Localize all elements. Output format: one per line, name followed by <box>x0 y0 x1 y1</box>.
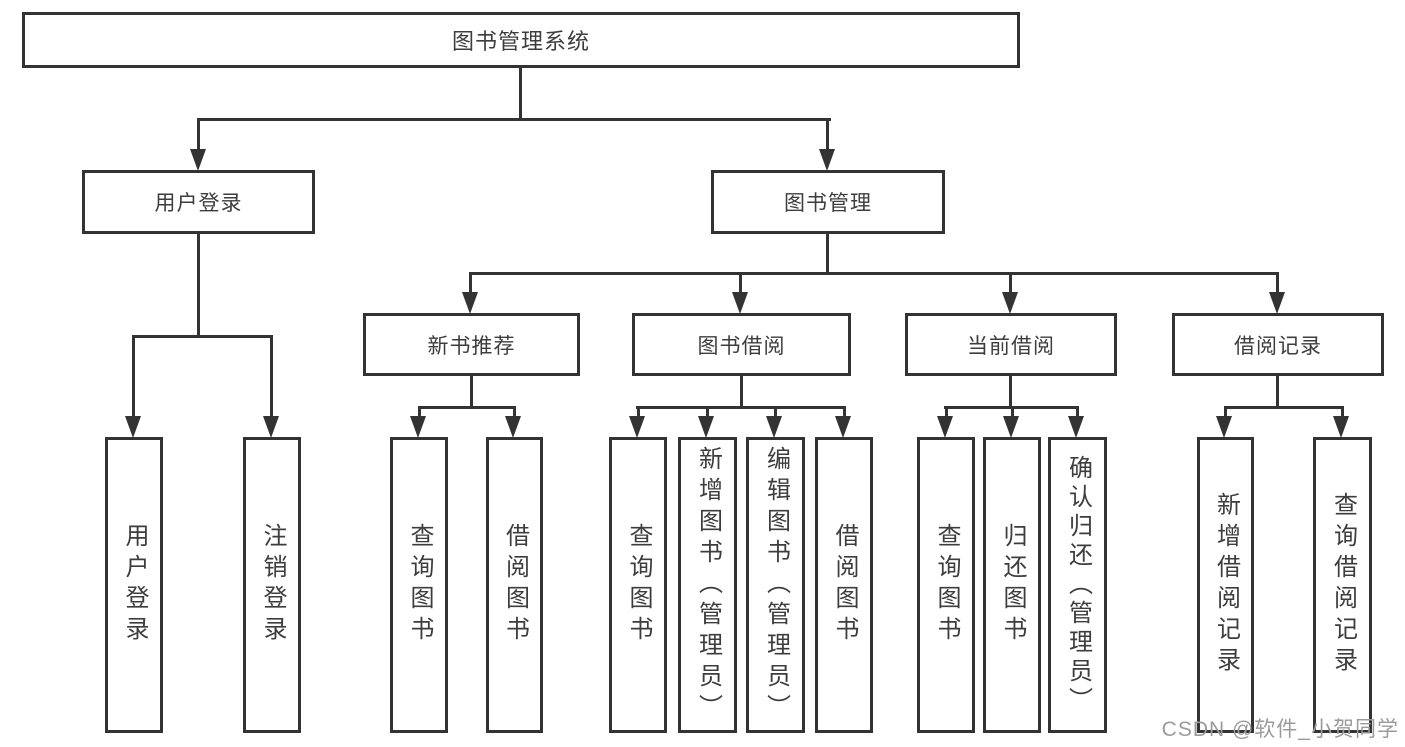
connector-line <box>1011 406 1014 419</box>
arrow-down-icon <box>1068 416 1084 438</box>
node-user-login: 用户登录 <box>82 170 315 234</box>
node-leaf-label: 查询图书 <box>406 523 433 647</box>
node-leaf-borrow-query: 查询图书 <box>609 437 667 733</box>
connector-line <box>519 66 522 120</box>
node-book-borrow: 图书借阅 <box>632 313 851 376</box>
node-leaf-newbook-query: 查询图书 <box>390 437 448 733</box>
connector-line <box>636 406 846 409</box>
node-new-book-recommend: 新书推荐 <box>363 313 580 376</box>
arrow-down-icon <box>410 416 426 438</box>
node-leaf-borrow-add-admin: 新增图书（管理员） <box>678 437 737 733</box>
arrow-down-icon <box>819 149 835 171</box>
connector-line <box>843 406 846 419</box>
connector-line <box>270 335 273 419</box>
arrow-down-icon <box>1216 416 1232 438</box>
arrow-down-icon <box>190 149 206 171</box>
connector-line <box>774 406 777 419</box>
csdn-watermark: CSDN @软件_小贺同学 <box>1161 718 1399 741</box>
node-book-management: 图书管理 <box>711 170 945 234</box>
connector-line <box>197 231 200 337</box>
connector-line <box>637 406 640 419</box>
node-leaf-label: 新增图书（管理员） <box>694 445 722 725</box>
node-leaf-current-confirm-admin: 确认归还（管理员） <box>1048 437 1107 733</box>
arrow-down-icon <box>1333 416 1349 438</box>
connector-line <box>739 272 742 294</box>
node-leaf-records-add: 新增借阅记录 <box>1197 437 1254 733</box>
arrow-down-icon <box>698 416 714 438</box>
arrow-down-icon <box>937 416 953 438</box>
node-leaf-label: 查询借阅记录 <box>1329 492 1357 678</box>
node-leaf-label: 借阅图书 <box>501 523 529 647</box>
connector-line <box>826 118 829 152</box>
arrow-down-icon <box>505 416 521 438</box>
arrow-down-icon <box>629 416 645 438</box>
connector-line <box>132 335 135 419</box>
arrow-down-icon <box>1003 416 1019 438</box>
node-leaf-label: 查询图书 <box>625 523 652 647</box>
connector-line <box>740 374 743 409</box>
connector-line <box>513 406 516 419</box>
connector-line <box>945 406 948 419</box>
connector-line <box>418 406 421 419</box>
connector-line <box>706 406 709 419</box>
node-leaf-current-return: 归还图书 <box>983 437 1041 733</box>
connector-line <box>469 272 472 294</box>
node-leaf-logout: 注销登录 <box>243 437 301 733</box>
arrow-down-icon <box>1269 292 1285 314</box>
arrow-down-icon <box>835 416 851 438</box>
node-root-library-system: 图书管理系统 <box>22 12 1020 68</box>
connector-line <box>1276 272 1279 294</box>
arrow-down-icon <box>263 416 279 438</box>
connector-line <box>1341 406 1344 419</box>
node-leaf-label: 新增借阅记录 <box>1212 492 1240 678</box>
node-leaf-borrow-edit-admin: 编辑图书（管理员） <box>746 437 805 733</box>
node-leaf-newbook-borrow: 借阅图书 <box>486 437 543 733</box>
connector-line <box>418 406 516 409</box>
connector-line <box>1224 406 1344 409</box>
connector-line <box>1224 406 1227 419</box>
connector-line <box>470 272 1279 275</box>
node-leaf-borrow-borrow: 借阅图书 <box>815 437 873 733</box>
node-leaf-records-query: 查询借阅记录 <box>1313 437 1372 733</box>
arrow-down-icon <box>125 416 141 438</box>
connector-line <box>197 118 831 121</box>
connector-line <box>470 374 473 409</box>
node-leaf-label: 借阅图书 <box>831 523 858 647</box>
node-current-borrow: 当前借阅 <box>905 313 1117 376</box>
node-leaf-user-login: 用户登录 <box>105 437 163 733</box>
connector-line <box>826 231 829 274</box>
node-leaf-label: 注销登录 <box>259 523 286 647</box>
arrow-down-icon <box>1002 292 1018 314</box>
connector-line <box>197 118 200 152</box>
node-leaf-label: 归还图书 <box>999 523 1026 647</box>
node-leaf-label: 确认归还（管理员） <box>1064 454 1092 716</box>
node-leaf-label: 用户登录 <box>121 523 148 647</box>
connector-line <box>132 335 273 338</box>
connector-line <box>1009 272 1012 294</box>
node-leaf-label: 查询图书 <box>933 523 960 647</box>
node-borrow-records: 借阅记录 <box>1172 313 1384 376</box>
node-leaf-label: 编辑图书（管理员） <box>762 445 790 725</box>
arrow-down-icon <box>766 416 782 438</box>
arrow-down-icon <box>732 292 748 314</box>
connector-line <box>1276 374 1279 409</box>
connector-line <box>1076 406 1079 419</box>
connector-line <box>1009 374 1012 409</box>
arrow-down-icon <box>462 292 478 314</box>
node-leaf-current-query: 查询图书 <box>917 437 975 733</box>
